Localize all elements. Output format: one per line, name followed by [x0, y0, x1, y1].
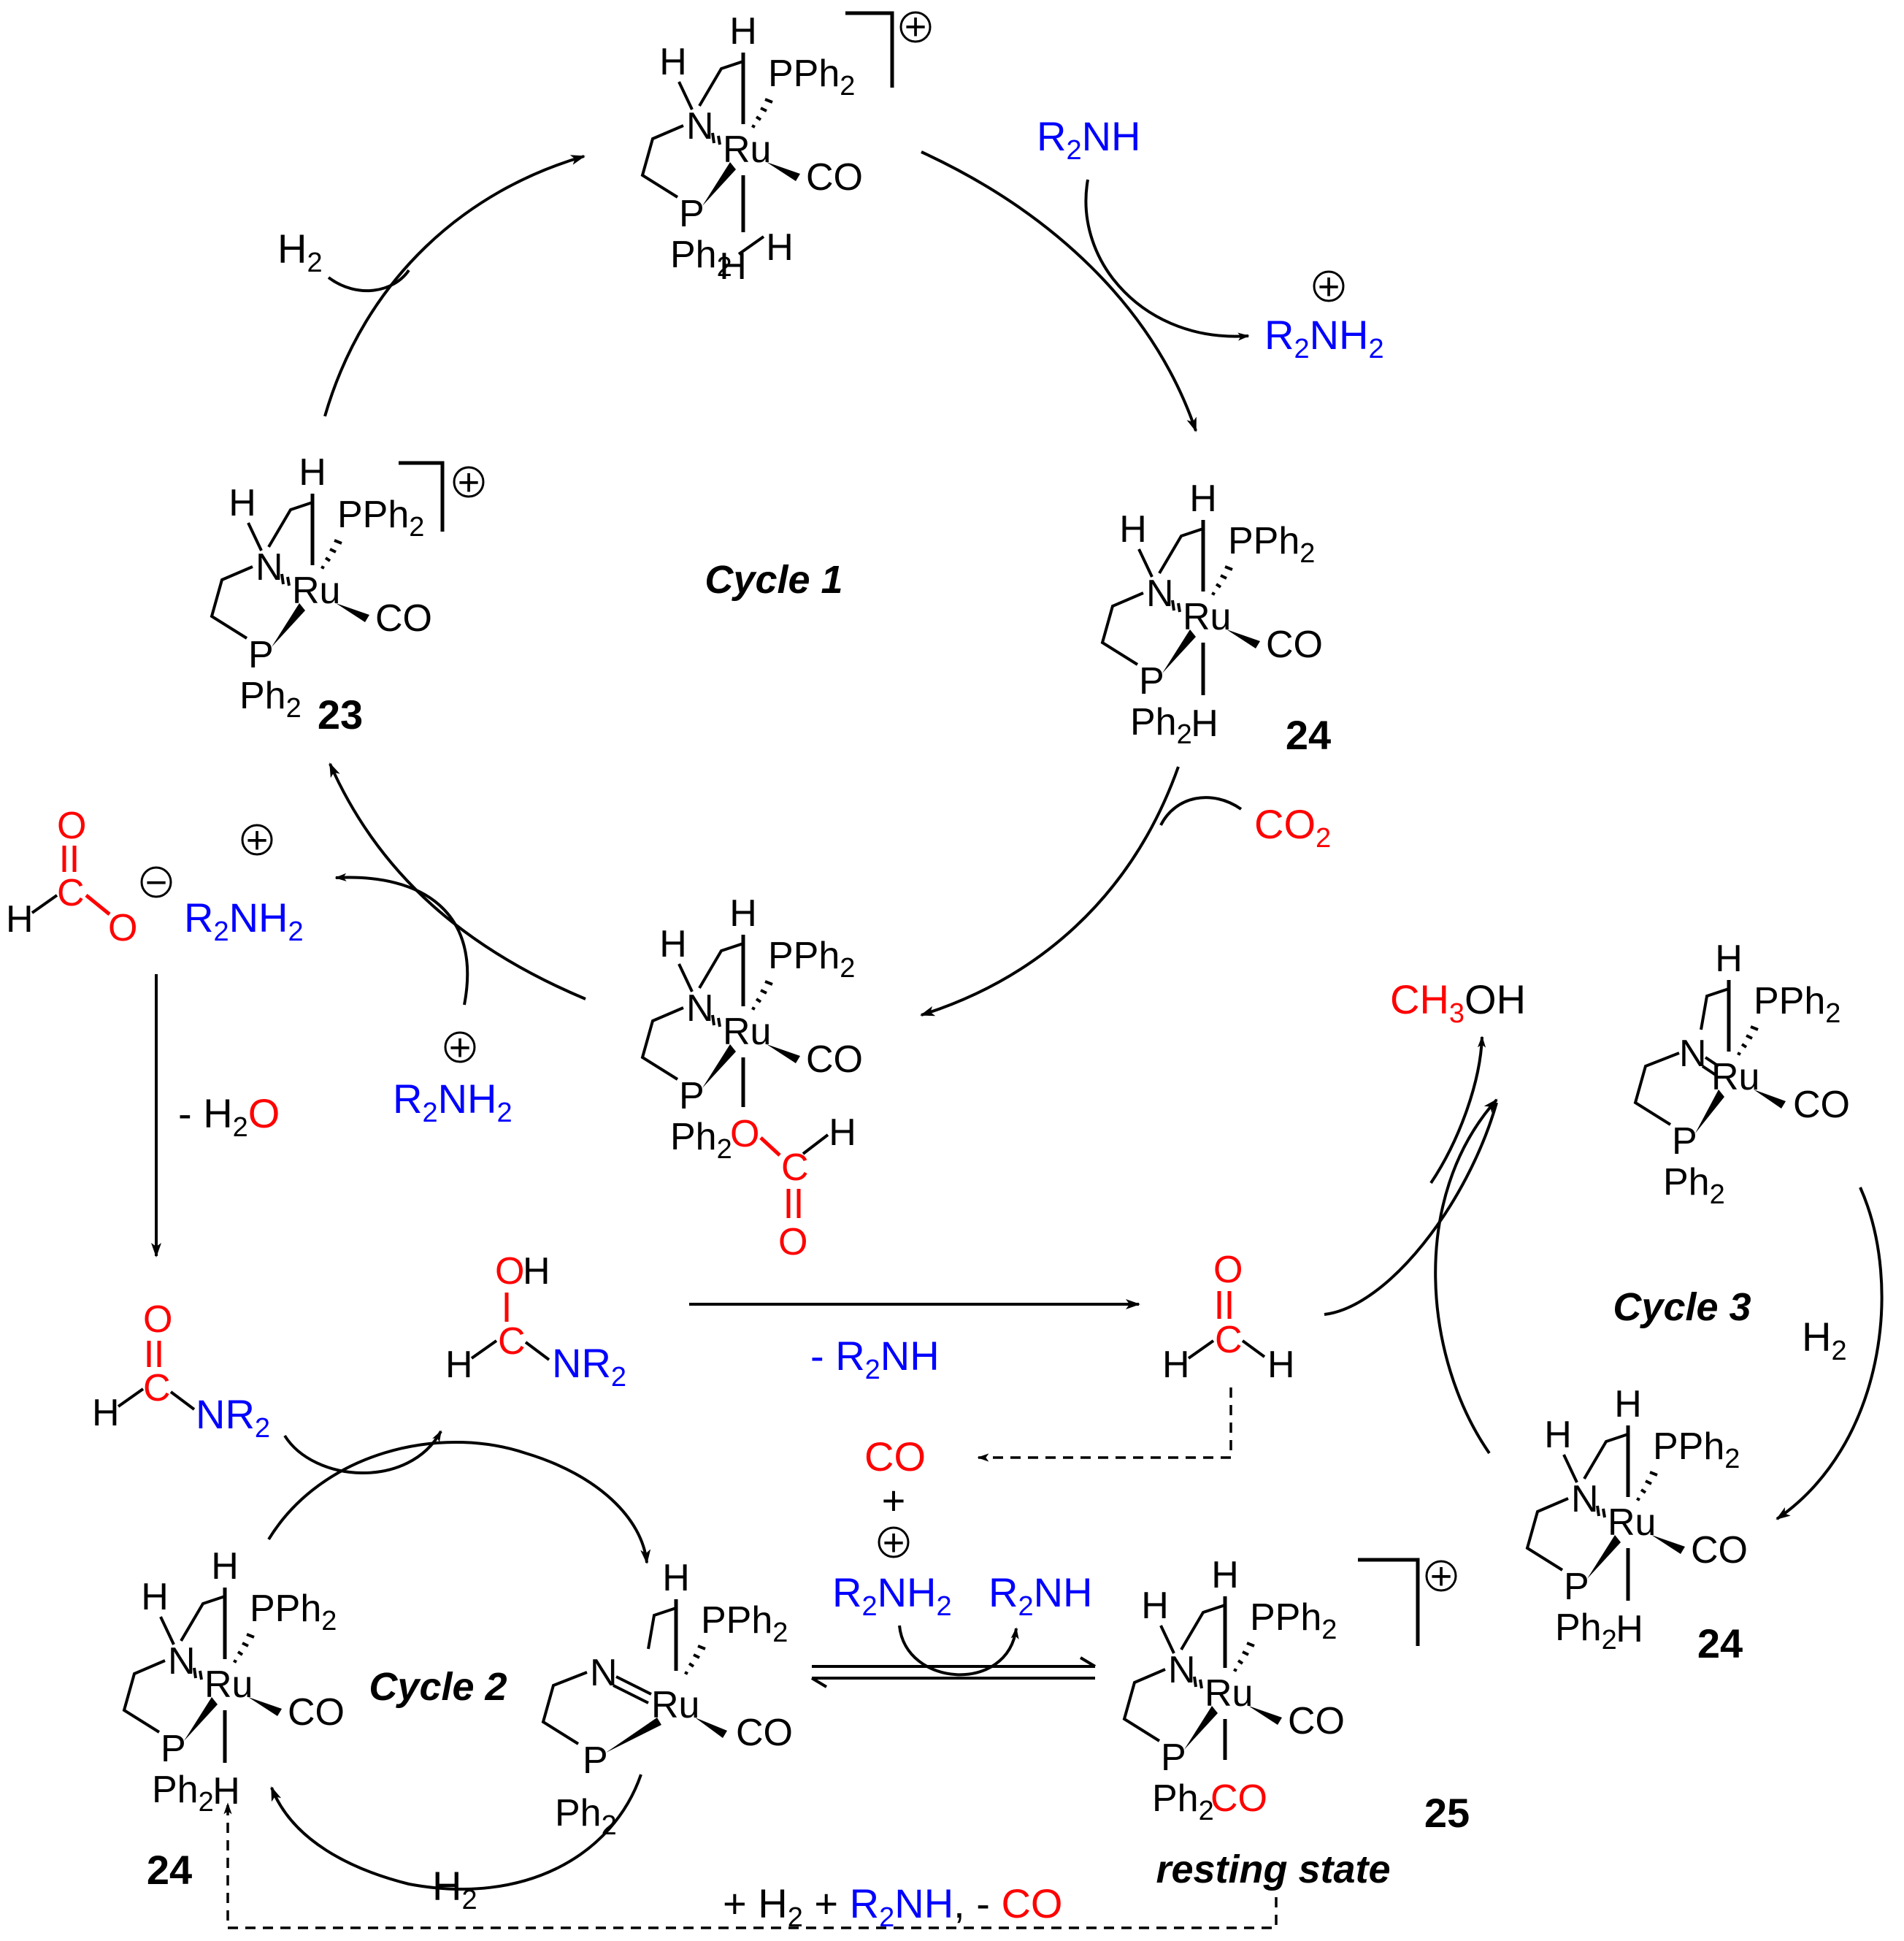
svg-text:O: O [778, 1221, 807, 1263]
svg-text:H: H [1191, 702, 1218, 745]
ammonium-cycle2: R2NH2 [832, 1569, 952, 1622]
svg-text:CO: CO [736, 1712, 793, 1754]
svg-text:H: H [1715, 938, 1743, 980]
svg-text:Ph2: Ph2 [555, 1792, 617, 1841]
svg-text:+: + [246, 819, 268, 862]
svg-text:C: C [498, 1320, 526, 1363]
methanol-product: CH3OH [1390, 976, 1526, 1029]
complex-formate: O C H O [642, 892, 863, 1263]
charge-circle [899, 11, 932, 43]
svg-text:PPh2: PPh2 [701, 1599, 788, 1648]
svg-text:CO: CO [1210, 1777, 1267, 1820]
svg-text:N: N [590, 1652, 618, 1694]
cycle-2-label: Cycle 2 [369, 1665, 507, 1709]
svg-text:+: + [883, 1522, 905, 1564]
svg-text:O: O [143, 1298, 172, 1341]
svg-text:+: + [882, 1477, 906, 1523]
svg-text:C: C [1215, 1319, 1243, 1361]
svg-text:H: H [829, 1111, 856, 1154]
compound-24-label-cycle3: 24 [1697, 1620, 1743, 1666]
svg-text:O: O [495, 1250, 524, 1293]
svg-text:CO: CO [1793, 1084, 1850, 1126]
svg-text:PPh2: PPh2 [1754, 980, 1840, 1029]
svg-text:H: H [212, 1770, 240, 1812]
svg-text:Ru: Ru [651, 1684, 699, 1726]
svg-text:H: H [1162, 1344, 1190, 1386]
svg-text:H: H [523, 1250, 550, 1293]
minus-water-label: - H2O [178, 1090, 280, 1143]
svg-text:R2NH: R2NH [1037, 113, 1140, 166]
complex-top-dihydrogen: H H + [642, 6, 932, 288]
amine-reagent-top: R2NH + R2NH2 [1037, 113, 1384, 364]
svg-text:C: C [143, 1367, 171, 1409]
formaldehyde: O C H H [1162, 1249, 1295, 1386]
svg-text:H: H [1616, 1608, 1643, 1650]
cycle-3-label: Cycle 3 [1613, 1285, 1751, 1329]
svg-text:R2NH2: R2NH2 [1264, 312, 1384, 364]
svg-text:O: O [57, 805, 86, 847]
formate-o: O [730, 1113, 759, 1155]
complex-23: + [212, 451, 485, 724]
svg-text:P: P [583, 1739, 608, 1782]
complex-imine-cycle2: H PPh2 N Ru P Ph2 CO [541, 1557, 793, 1841]
svg-text:+: + [1430, 1555, 1452, 1598]
svg-text:Ph2: Ph2 [1663, 1161, 1725, 1210]
h2-reagent-cycle1: H2 [277, 226, 323, 278]
complex-24-cycle2: H [124, 1545, 345, 1818]
svg-text:N: N [1679, 1033, 1707, 1075]
svg-text:R2NH2: R2NH2 [393, 1076, 513, 1128]
svg-text:O: O [108, 907, 137, 949]
svg-text:O: O [1213, 1249, 1243, 1291]
minus-amine-label: - R2NH [810, 1333, 940, 1385]
svg-text:+: + [1318, 266, 1340, 308]
svg-text:H: H [662, 1557, 690, 1599]
compound-23-label: 23 [318, 692, 363, 738]
complex-24-cycle3: H [1527, 1383, 1748, 1655]
svg-text:R2NH2: R2NH2 [184, 895, 304, 947]
complex-25: CO + [1124, 1554, 1457, 1826]
svg-text:−: − [145, 862, 167, 904]
h2-reagent-cycle2: H2 [432, 1863, 477, 1915]
co2-reagent: CO2 [1254, 801, 1331, 854]
svg-text:H: H [6, 898, 34, 941]
regeneration-conditions: + H2 + R2NH, - CO [723, 1880, 1062, 1933]
svg-text:NR2: NR2 [552, 1340, 626, 1393]
svg-text:P: P [1672, 1120, 1697, 1163]
svg-text:H: H [92, 1392, 120, 1434]
formate-ammonium-salt: O C H O − + R2NH2 [6, 805, 304, 949]
formamide: O C H NR2 [92, 1298, 270, 1444]
compound-25-label: 25 [1424, 1790, 1470, 1836]
compound-24-label-top: 24 [1286, 712, 1331, 758]
svg-text:+: + [449, 1027, 471, 1069]
complex-24-cycle1: H [1102, 478, 1323, 750]
svg-text:+: + [458, 462, 480, 504]
cycle-1-label: Cycle 1 [705, 558, 842, 602]
compound-24-label-cycle2: 24 [147, 1847, 192, 1893]
svg-text:H: H [445, 1344, 473, 1386]
resting-state-label: resting state [1156, 1848, 1390, 1891]
svg-text:NR2: NR2 [196, 1391, 270, 1444]
hemiaminal: O H C H NR2 [445, 1250, 626, 1393]
ammonium-reagent-cycle1: + R2NH2 [393, 1027, 513, 1128]
complex-imine-cycle3: H PPh2 N Ru P Ph2 CO [1633, 938, 1850, 1210]
svg-text:C: C [57, 872, 85, 914]
svg-text:H: H [1267, 1344, 1295, 1386]
amine-cycle2: R2NH [989, 1569, 1092, 1622]
dihydrogen-h-right: H [766, 226, 794, 269]
h2-reagent-cycle3: H2 [1802, 1314, 1847, 1366]
co-byproduct: CO [864, 1433, 926, 1479]
